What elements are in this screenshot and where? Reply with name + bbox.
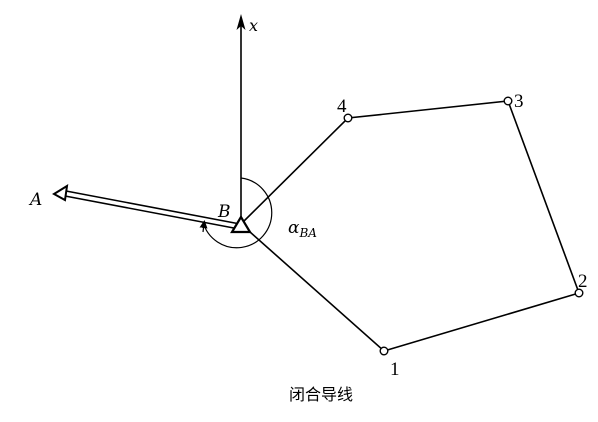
point-2-marker — [574, 288, 584, 298]
point-1-label: 1 — [390, 359, 400, 380]
point-2-label: 2 — [578, 271, 588, 292]
point-3-label: 3 — [514, 91, 524, 112]
angle-arc — [202, 177, 273, 249]
point-4-label: 4 — [337, 96, 347, 117]
caption: 闭合导线 — [289, 385, 353, 404]
point-b-triangle — [230, 214, 252, 234]
traverse-lines — [240, 100, 581, 352]
angle-label: αBA — [288, 218, 317, 240]
angle-arc-arrow — [199, 220, 208, 233]
point-1-marker — [379, 346, 389, 356]
point-4-marker — [343, 113, 353, 123]
x-axis-label: x — [249, 16, 258, 35]
point-3-marker — [503, 96, 513, 106]
point-b-label: B — [217, 202, 231, 222]
line-b-a-lower — [64, 195, 240, 230]
point-a-label: A — [28, 190, 42, 210]
x-axis-arrowhead — [236, 14, 246, 30]
line-b-a-upper — [65, 190, 241, 225]
point-a-triangle — [52, 184, 69, 202]
